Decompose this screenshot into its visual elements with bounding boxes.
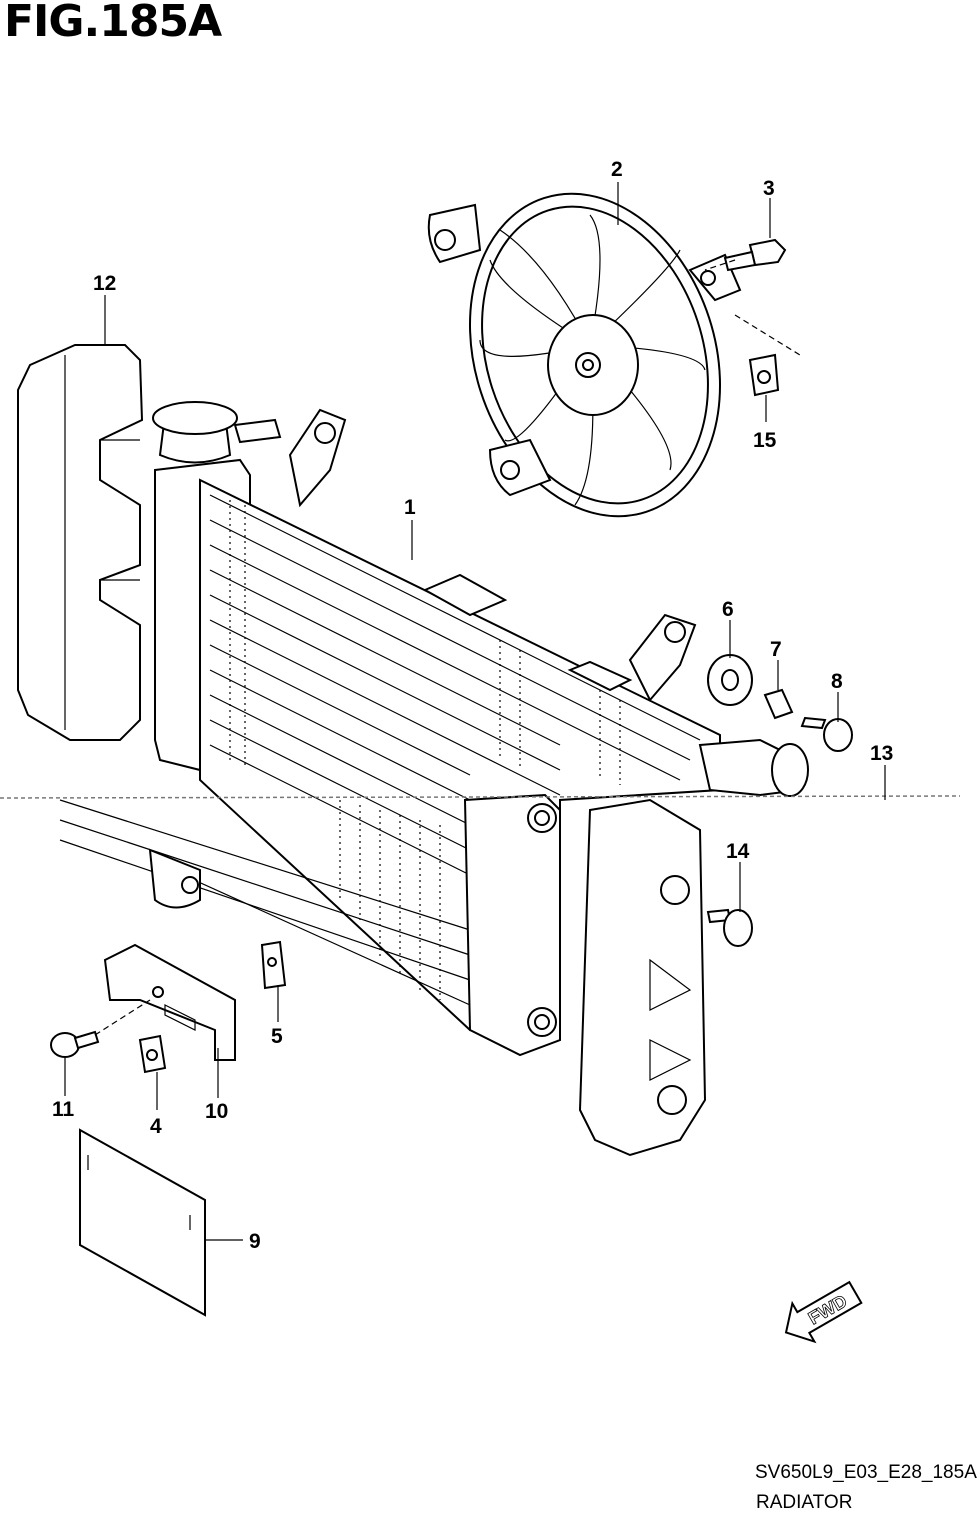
- drawing-code: SV650L9_E03_E28_185A: [755, 1462, 977, 1483]
- callout-14: 14: [726, 840, 750, 863]
- callout-13: 13: [870, 742, 893, 765]
- bolt-part-8: [800, 716, 853, 752]
- bolt-part-14: [706, 908, 753, 947]
- bolt-part-3: [723, 238, 787, 272]
- figure-title: FIG.185A: [4, 0, 222, 47]
- callout-5: 5: [271, 1025, 283, 1048]
- plate-part-9: [79, 1128, 206, 1317]
- nut-part-4: [138, 1034, 167, 1074]
- clip-part-5: [260, 940, 287, 990]
- callout-6: 6: [722, 598, 734, 621]
- callout-8: 8: [831, 670, 843, 693]
- callout-15: 15: [753, 429, 777, 452]
- radiator-core: [59, 401, 809, 1057]
- leader-lines: [64, 182, 886, 1241]
- drawing-subtitle: RADIATOR: [756, 1492, 853, 1513]
- side-cover-left: [17, 344, 144, 741]
- fwd-arrow-icon: FWD: [784, 1280, 863, 1344]
- callout-11: 11: [52, 1098, 75, 1121]
- side-cover-right: [578, 798, 707, 1157]
- cooling-fan-assembly: [427, 192, 742, 518]
- grommet-part-6: [707, 654, 753, 706]
- callout-1: 1: [404, 496, 416, 519]
- callout-9: 9: [249, 1230, 261, 1253]
- callout-7: 7: [770, 638, 782, 661]
- bracket-part-10: [103, 943, 236, 1061]
- clip-nut-part-15: [748, 353, 780, 397]
- callout-4: 4: [150, 1115, 162, 1138]
- bolt-part-11: [50, 1030, 100, 1058]
- callout-12: 12: [93, 272, 116, 295]
- collar-part-7: [763, 688, 794, 720]
- callout-3: 3: [763, 177, 775, 200]
- callout-2: 2: [611, 158, 623, 181]
- callout-10: 10: [205, 1100, 228, 1123]
- scan-break-line: [0, 795, 961, 799]
